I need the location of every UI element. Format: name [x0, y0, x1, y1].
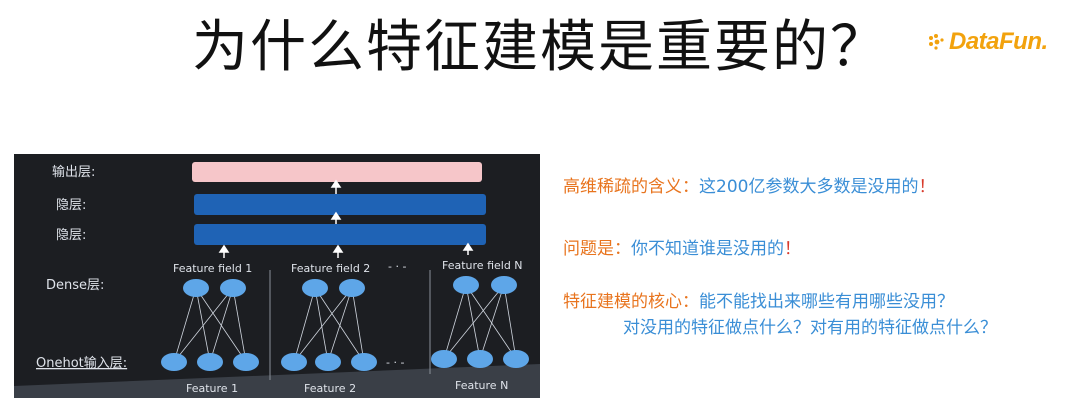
feature-field-2-label: Feature field 2: [291, 262, 370, 275]
dense-node: [183, 279, 209, 297]
onehot-node: [315, 353, 341, 371]
feature-model-diagram: 输出层: 隐层: 隐层: Dense层: Onehot输入层: Feature …: [14, 154, 540, 398]
point-problem: 问题是：你不知道谁是没用的！: [563, 237, 801, 261]
feature-field-1-label: Feature field 1: [173, 262, 252, 275]
point-lead: 问题是：: [563, 239, 631, 259]
feature-field-n-label: Feature field N: [442, 259, 523, 272]
hidden-layer-bar-2: [194, 224, 486, 245]
dense-nodes: [183, 276, 517, 297]
page-title: 为什么特征建模是重要的？: [192, 15, 888, 80]
point-body: 能不能找出来哪些有用哪些没用？: [699, 292, 954, 312]
point-body: 这200亿参数大多数是没用的: [699, 177, 919, 197]
dense-node: [491, 276, 517, 294]
onehot-node: [161, 353, 187, 371]
dense-onehot-edges: [173, 284, 517, 363]
point-lead: 特征建模的核心：: [563, 292, 699, 312]
field-ellipsis: - · -: [388, 260, 406, 273]
feature-1-label: Feature 1: [186, 382, 238, 395]
onehot-layer-label: Onehot输入层:: [36, 355, 127, 371]
feature-n-label: Feature N: [455, 379, 508, 392]
point-sparse-meaning: 高维稀疏的含义：这200亿参数大多数是没用的！: [563, 175, 935, 199]
dense-node: [339, 279, 365, 297]
diagram-canvas: 输出层: 隐层: 隐层: Dense层: Onehot输入层: Feature …: [14, 162, 540, 398]
hidden-layer-label-1: 隐层:: [56, 198, 86, 213]
onehot-node: [503, 350, 529, 368]
dense-node: [453, 276, 479, 294]
onehot-node: [281, 353, 307, 371]
bar-arrows: [330, 179, 342, 224]
diagram-floor: [14, 364, 540, 398]
onehot-node: [197, 353, 223, 371]
point-body: 你不知道谁是没用的: [631, 239, 784, 259]
onehot-node: [467, 350, 493, 368]
field-arrows: [218, 242, 474, 258]
logo-dots-icon: [929, 34, 944, 50]
dense-node: [302, 279, 328, 297]
point-core-line2: 对没用的特征做点什么？对有用的特征做点什么？: [623, 318, 997, 338]
onehot-node: [431, 350, 457, 368]
point-end: ！: [784, 239, 801, 259]
hidden-layer-bar-1: [194, 194, 486, 215]
feature-2-label: Feature 2: [304, 382, 356, 395]
point-end: ！: [918, 177, 936, 197]
onehot-node: [233, 353, 259, 371]
output-layer-label: 输出层:: [52, 164, 95, 180]
dense-layer-label: Dense层:: [46, 278, 104, 293]
hidden-layer-label-2: 隐层:: [56, 228, 86, 243]
logo-wordmark: DataFun.: [949, 28, 1048, 55]
onehot-nodes: [161, 350, 529, 371]
point-lead: 高维稀疏的含义：: [563, 177, 699, 197]
dense-node: [220, 279, 246, 297]
point-core: 特征建模的核心：能不能找出来哪些有用哪些没用？: [563, 290, 954, 314]
output-layer-bar: [192, 162, 482, 182]
onehot-ellipsis: - · -: [386, 356, 404, 369]
onehot-node: [351, 353, 377, 371]
datafun-logo: DataFun.: [928, 28, 1048, 56]
